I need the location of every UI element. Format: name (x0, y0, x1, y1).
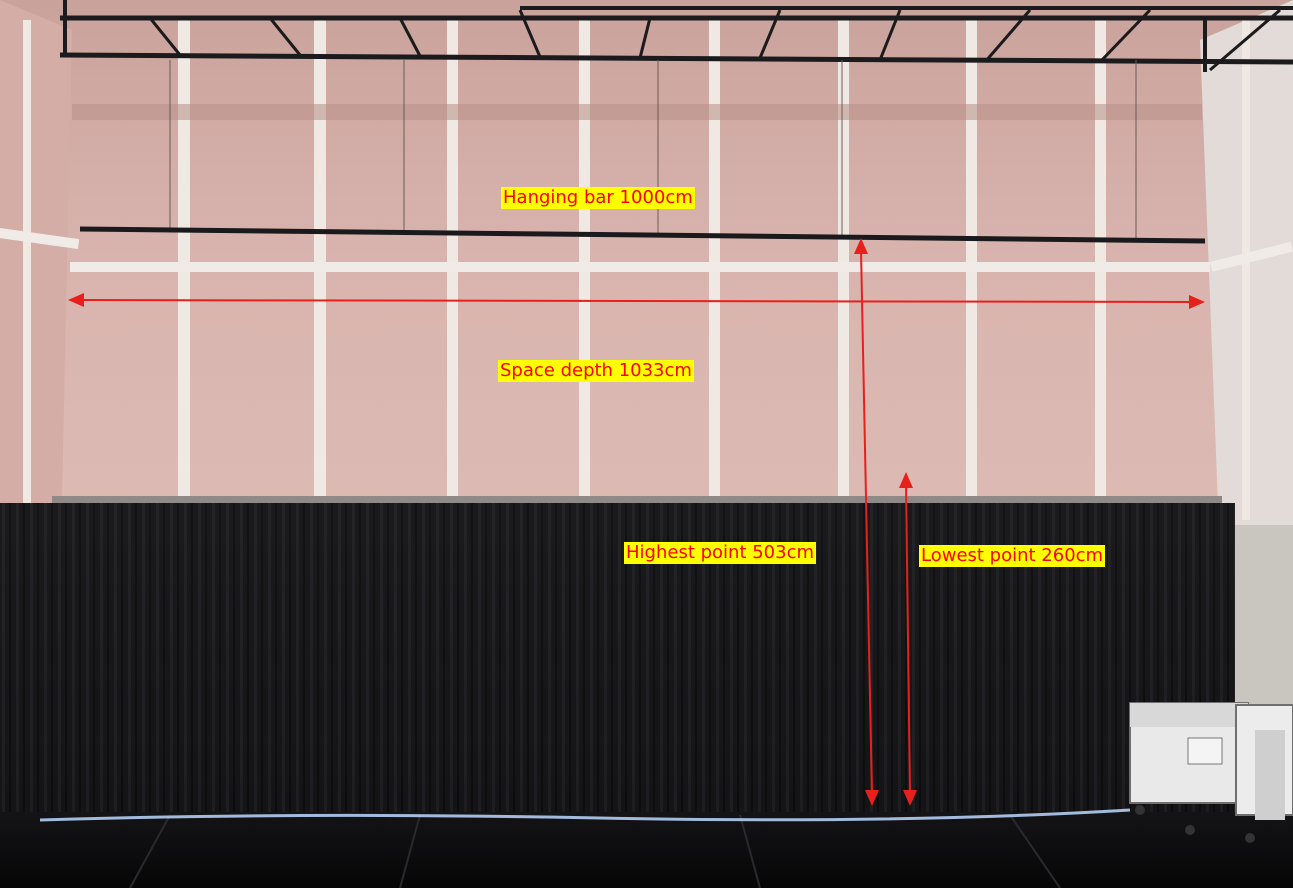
highest-point-label: Highest point 503cm (624, 542, 817, 564)
hanging-wires (169, 60, 1137, 240)
hanging-bar-label: Hanging bar 1000cm (501, 187, 695, 209)
curtain-track (52, 496, 1222, 504)
stage-floor (0, 812, 1293, 888)
lowest-point-arrow (899, 472, 917, 806)
wall-tape-horizontal (0, 228, 1293, 272)
lowest-point-label: Lowest point 260cm (919, 545, 1106, 567)
ceiling-shadow (72, 104, 1202, 120)
floor-seams (129, 814, 1061, 888)
depth-arrow (68, 293, 1205, 309)
ceiling-truss (59, 0, 1293, 72)
equipment-carts (1129, 702, 1293, 843)
stage-light-strip (39, 808, 1131, 822)
back-wall (0, 0, 1293, 520)
left-side-wall (0, 0, 72, 520)
highest-point-arrow (854, 238, 879, 806)
wall-tape-vertical (23, 20, 1250, 520)
right-wall-panel (1228, 525, 1293, 715)
space-depth-label: Space depth 1033cm (498, 360, 694, 382)
measurement-arrows (68, 238, 1205, 806)
hanging-bar (79, 226, 1206, 244)
